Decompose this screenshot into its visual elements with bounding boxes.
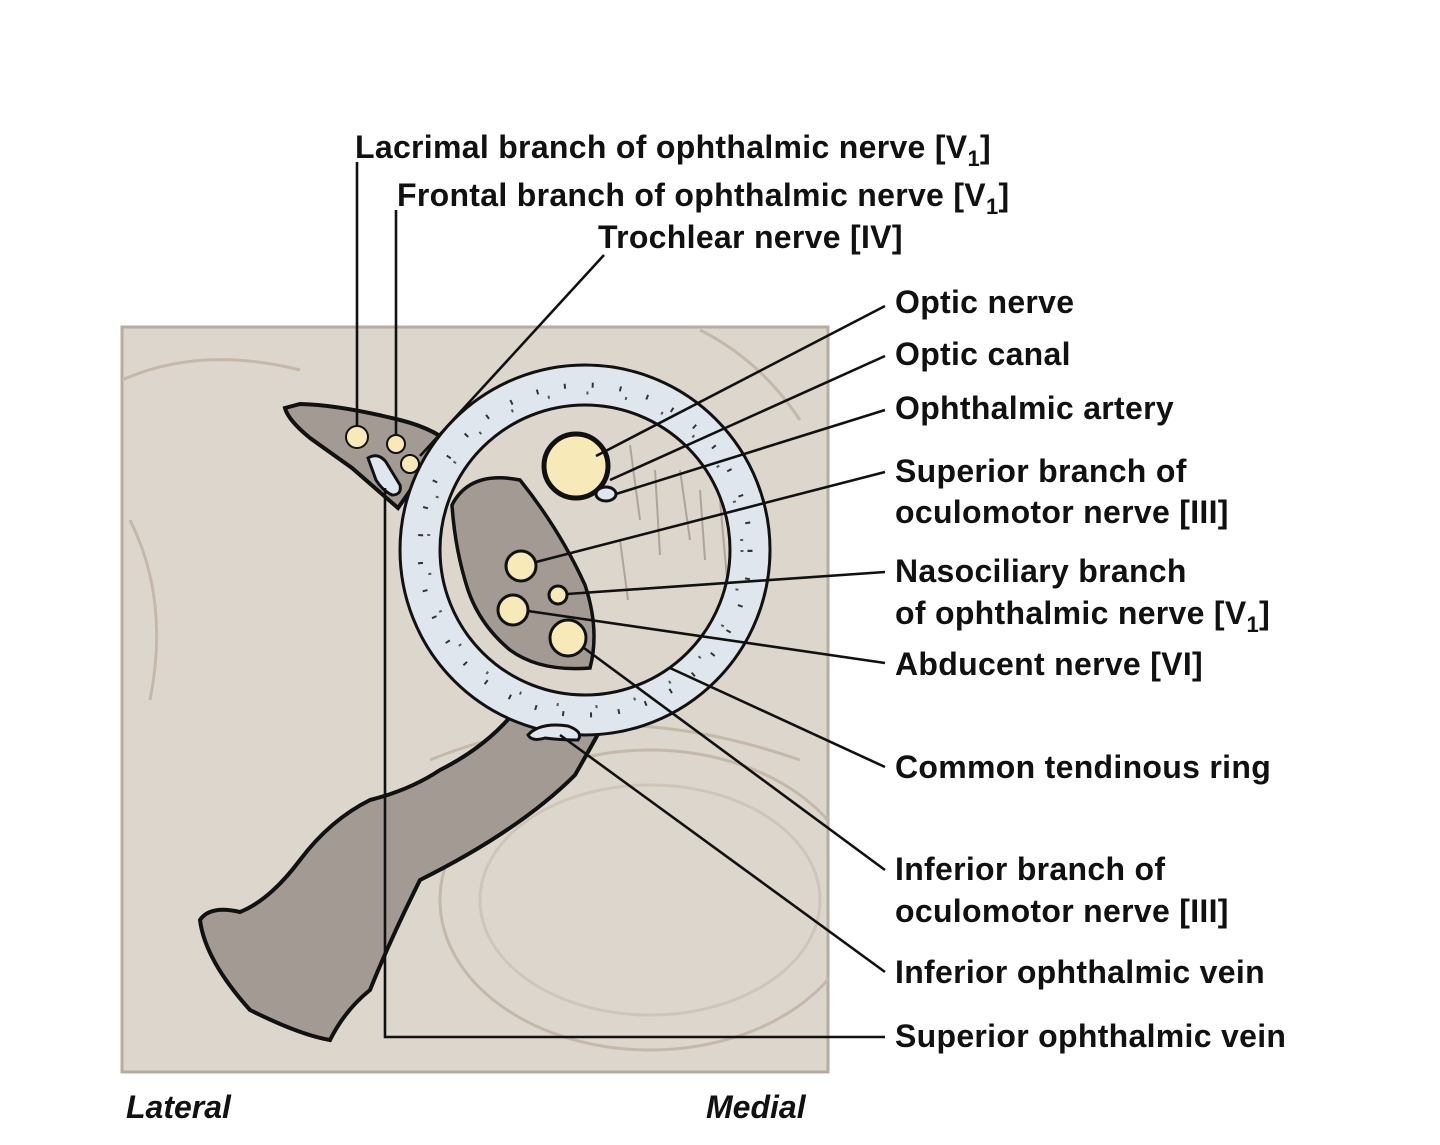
label-ophthalmic-artery: Ophthalmic artery [895, 390, 1174, 426]
label-nasociliary-line2: of ophthalmic nerve [V1] [895, 595, 1270, 637]
leader-optic-nerve [595, 304, 886, 458]
leader-inferior-ophthalmic-vein [559, 733, 886, 974]
superior-oculomotor-shape [504, 549, 538, 583]
leader-trochlear [419, 254, 605, 457]
optic-nerve-shape [541, 431, 611, 501]
leader-inferior-oculomotor [583, 646, 886, 872]
leader-superior-oculomotor [535, 470, 886, 564]
nasociliary-shape [547, 584, 569, 606]
label-inferior-ophthalmic-vein: Inferior ophthalmic vein [895, 954, 1265, 990]
inferior-orbital-fissure [197, 699, 613, 1043]
lacrimal-nerve-shape [345, 425, 369, 449]
superior-ophthalmic-vein-shape [366, 454, 402, 497]
leader-common-tendinous-ring [669, 666, 886, 769]
ophthalmic-artery-shape [594, 485, 618, 503]
label-superior-ophthalmic-vein: Superior ophthalmic vein [895, 1018, 1286, 1054]
leader-nasociliary [566, 570, 886, 596]
label-optic-canal: Optic canal [895, 336, 1071, 372]
leader-ophthalmic-artery [615, 408, 886, 496]
orientation-lateral: Lateral [126, 1089, 232, 1125]
label-optic-nerve: Optic nerve [895, 284, 1074, 320]
inferior-ophthalmic-vein-shape [526, 723, 582, 742]
common-tendinous-ring [398, 363, 772, 737]
label-common-tendinous-ring: Common tendinous ring [895, 749, 1271, 785]
label-superior-oculomotor-line2: oculomotor nerve [III] [895, 494, 1229, 530]
label-frontal-branch: Frontal branch of ophthalmic nerve [V1] [397, 177, 1009, 219]
abducent-shape [496, 593, 530, 627]
leader-abducent [527, 609, 886, 665]
trochlear-nerve-shape [400, 454, 420, 474]
label-superior-oculomotor-line1: Superior branch of [895, 453, 1187, 489]
leader-lines [355, 162, 886, 1039]
inferior-oculomotor-shape [548, 618, 588, 658]
label-inferior-oculomotor-line2: oculomotor nerve [III] [895, 893, 1229, 929]
label-trochlear-nerve: Trochlear nerve [IV] [598, 219, 903, 255]
frontal-nerve-shape [386, 434, 406, 454]
orientation-medial: Medial [706, 1089, 807, 1125]
leader-superior-ophthalmic-vein [383, 488, 885, 1039]
label-nasociliary-line1: Nasociliary branch [895, 553, 1187, 589]
label-lacrimal-branch: Lacrimal branch of ophthalmic nerve [V1] [355, 129, 991, 171]
leader-optic-canal [609, 354, 886, 482]
label-inferior-oculomotor-line1: Inferior branch of [895, 851, 1165, 887]
label-abducent-nerve: Abducent nerve [VI] [895, 646, 1203, 682]
